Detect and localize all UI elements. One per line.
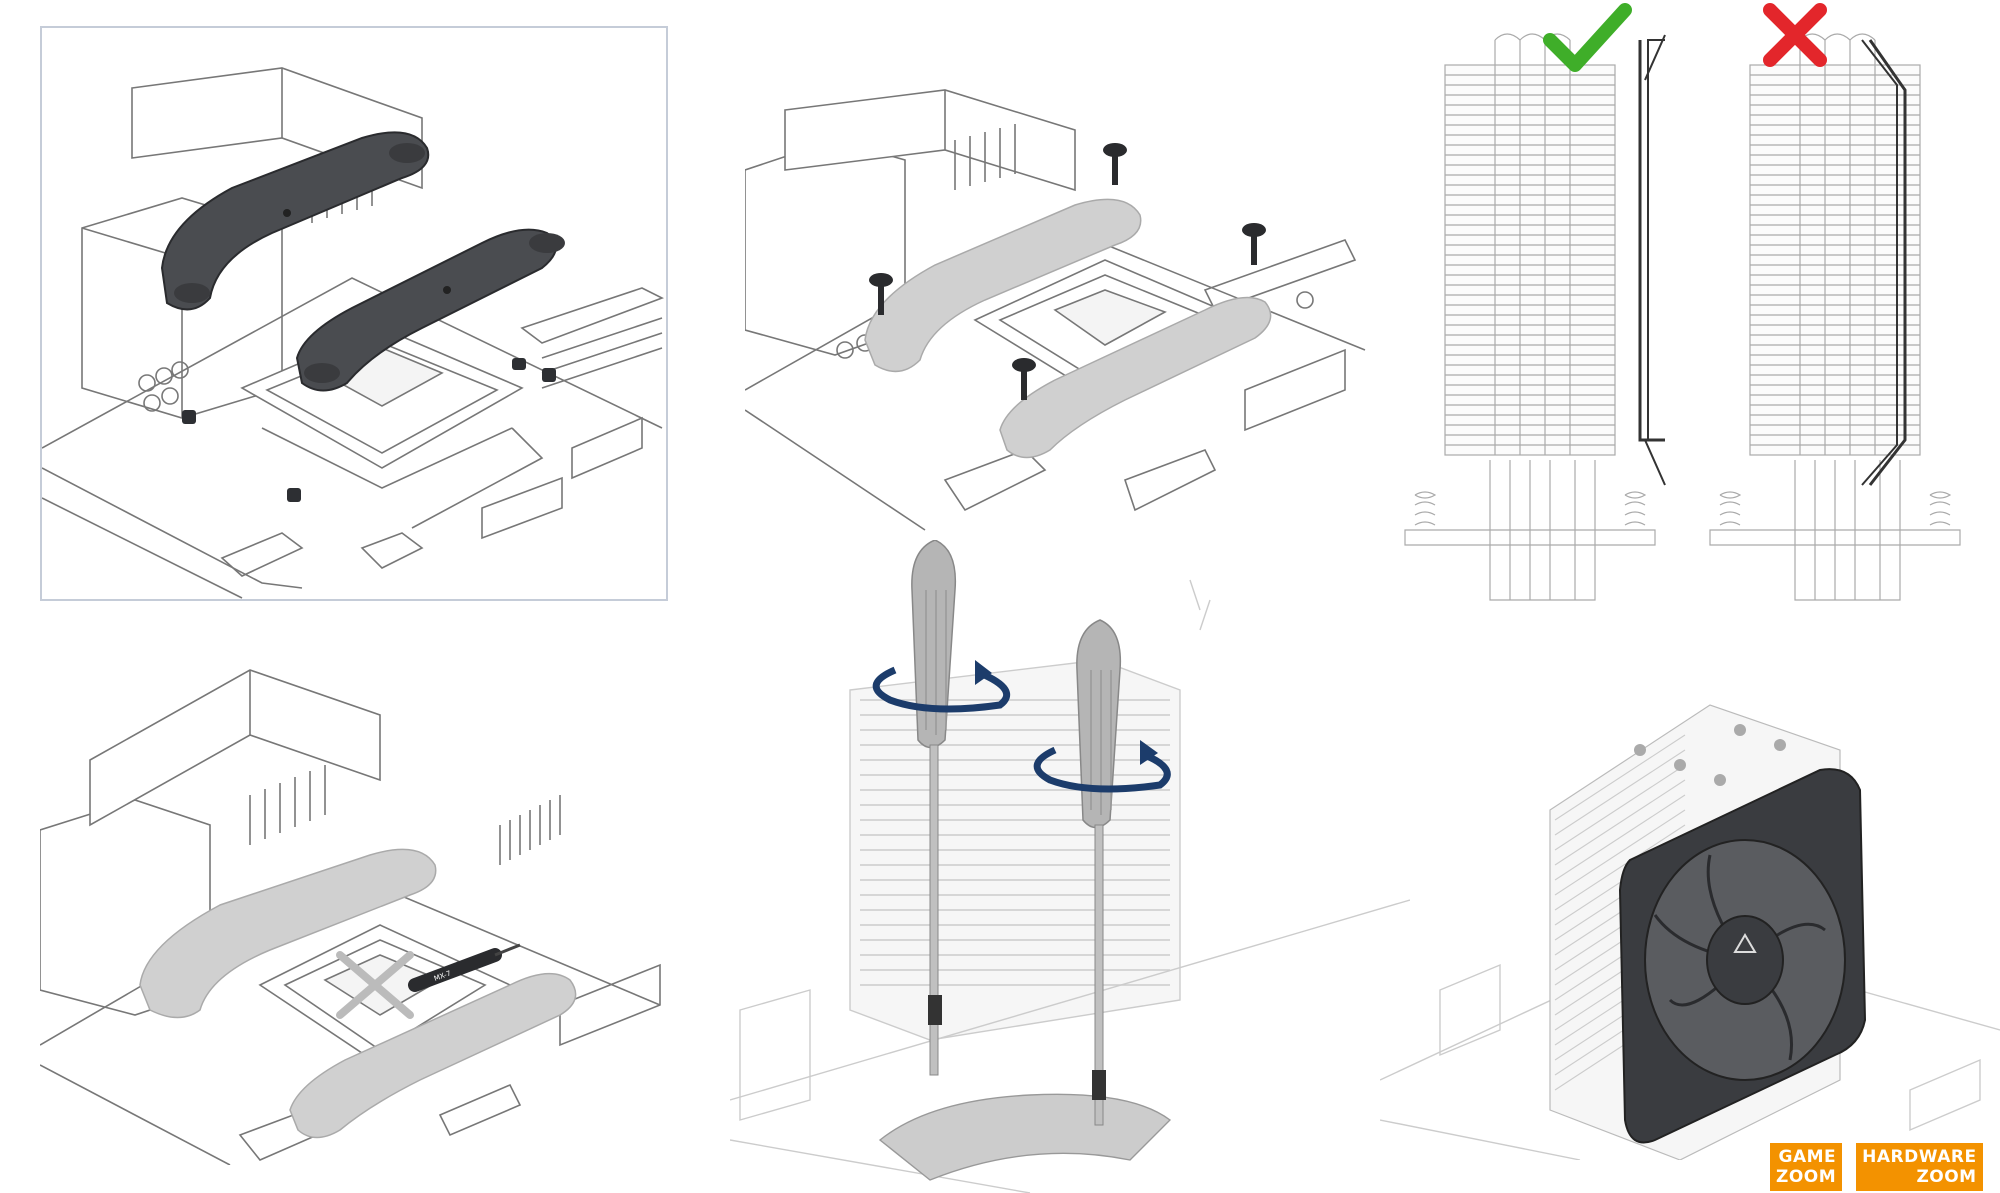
thermal-paste-illustration: MX-7 bbox=[40, 669, 661, 1165]
watermark: GAME ZOOM HARDWARE ZOOM bbox=[1770, 1143, 1995, 1191]
fan-frame bbox=[1618, 768, 1867, 1144]
watermark-left-top: GAME bbox=[1778, 1147, 1837, 1167]
step-fan-installed-panel bbox=[1380, 690, 2000, 1160]
watermark-right-bottom: ZOOM bbox=[1916, 1167, 1977, 1187]
incorrect-heatsink bbox=[1709, 33, 1961, 601]
step-thermal-paste-panel: MX-7 bbox=[40, 655, 670, 1165]
hardwarezoom-logo: HARDWARE ZOOM bbox=[1856, 1143, 1983, 1191]
step-retention-bars-panel bbox=[40, 26, 668, 601]
watermark-left-bottom: ZOOM bbox=[1776, 1167, 1837, 1187]
step-screws-panel bbox=[745, 10, 1370, 535]
cooler-with-fan-illustration bbox=[1380, 704, 2000, 1160]
screwdriver-fastening-illustration bbox=[730, 540, 1410, 1193]
check-icon bbox=[1543, 3, 1632, 72]
correct-heatsink bbox=[1404, 33, 1656, 601]
motherboard-retention-bars-illustration bbox=[42, 67, 664, 599]
fan-clip-comparison-illustration bbox=[1404, 3, 1961, 601]
retention-bars-screwed-illustration bbox=[745, 89, 1366, 531]
thermal-paste-syringe: MX-7 bbox=[408, 943, 521, 992]
screwdriver-left bbox=[911, 540, 957, 1076]
fan-clip-orientation-panel bbox=[1400, 0, 1990, 610]
step-screwdrivers-panel bbox=[730, 540, 1410, 1193]
watermark-right-top: HARDWARE bbox=[1862, 1147, 1977, 1167]
rotation-arrow-icon bbox=[872, 660, 1171, 793]
gamezoom-logo: GAME ZOOM bbox=[1770, 1143, 1843, 1191]
cross-icon bbox=[1763, 3, 1827, 67]
